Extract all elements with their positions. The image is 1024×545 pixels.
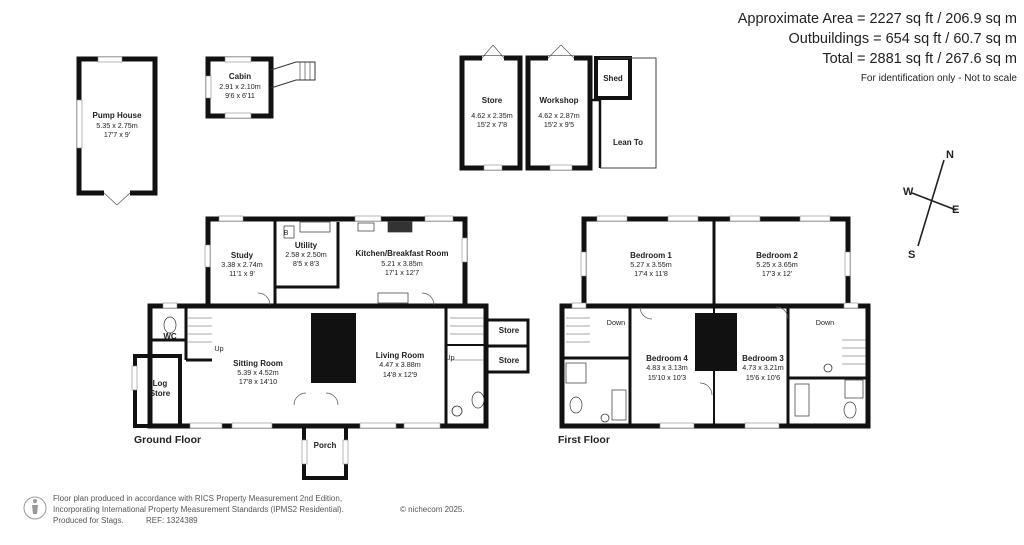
footer-line-1: Floor plan produced in accordance with R… — [53, 494, 342, 503]
ground-floor-plan: Study 3.38 x 2.74m 11'1 x 9' B Utility 2… — [131, 215, 530, 480]
area-summary: Approximate Area = 2227 sq ft / 206.9 sq… — [738, 11, 1018, 84]
compass-south: S — [908, 249, 915, 261]
boiler-label: B — [284, 228, 289, 237]
ground-floor-label: Ground Floor — [134, 434, 201, 446]
person-scale-icon — [23, 496, 47, 520]
bedroom-4-imperial: 15'10 x 10'3 — [648, 373, 686, 382]
log-store-name-line2: Store — [150, 389, 171, 398]
outbuilding-store-workshop: Store 4.62 x 2.35m 15'2 x 7'8 Workshop 4… — [459, 44, 657, 171]
side-store-2-name: Store — [499, 356, 520, 365]
study-metric: 3.38 x 2.74m — [221, 260, 263, 269]
compass-east: E — [952, 204, 959, 216]
pump-house-imperial: 17'7 x 9' — [104, 130, 131, 139]
workshop-imperial: 15'2 x 9'5 — [544, 120, 574, 129]
kitchen-metric: 5.21 x 3.85m — [381, 259, 423, 268]
store-outbuilding-imperial: 15'2 x 7'8 — [477, 120, 507, 129]
footer-line-2: Incorporating International Property Mea… — [53, 505, 344, 514]
study-imperial: 11'1 x 9' — [229, 269, 255, 278]
living-room-name: Living Room — [376, 351, 424, 360]
utility-imperial: 8'5 x 8'3 — [293, 259, 319, 268]
first-stairs-down-right: Down — [816, 318, 834, 327]
ground-stairs-up-left: Up — [214, 344, 223, 353]
bedroom-3-metric: 4.73 x 3.21m — [742, 363, 784, 372]
lean-to-name: Lean To — [613, 138, 643, 147]
living-room-metric: 4.47 x 3.88m — [379, 360, 421, 369]
wc-name: WC — [163, 332, 177, 341]
ground-stairs-up-right: Up — [445, 353, 454, 362]
sitting-room-name: Sitting Room — [233, 359, 283, 368]
log-store-name-line1: Log — [153, 379, 168, 388]
cabin-name: Cabin — [229, 72, 251, 81]
compass-west: W — [903, 186, 914, 198]
bedroom-1-imperial: 17'4 x 11'8 — [634, 269, 668, 278]
store-outbuilding-name: Store — [482, 96, 503, 105]
cabin: Cabin 2.91 x 2.10m 9'6 x 6'11 — [205, 56, 316, 119]
kitchen-imperial: 17'1 x 12'7 — [385, 268, 419, 277]
approximate-area: Approximate Area = 2227 sq ft / 206.9 sq… — [738, 11, 1017, 27]
footer: Floor plan produced in accordance with R… — [23, 494, 465, 525]
outbuildings-area: Outbuildings = 654 sq ft / 60.7 sq m — [788, 31, 1017, 47]
bedroom-4-metric: 4.83 x 3.13m — [646, 363, 688, 372]
bedroom-3-imperial: 15'6 x 10'6 — [746, 373, 780, 382]
side-store-1-name: Store — [499, 326, 520, 335]
kitchen-name: Kitchen/Breakfast Room — [356, 249, 449, 258]
shed-name: Shed — [603, 74, 623, 83]
workshop-metric: 4.62 x 2.87m — [538, 111, 580, 120]
cabin-metric: 2.91 x 2.10m — [219, 82, 261, 91]
total-area: Total = 2881 sq ft / 267.6 sq m — [822, 51, 1017, 67]
store-outbuilding-metric: 4.62 x 2.35m — [471, 111, 513, 120]
footer-line-3: Produced for Stags. — [53, 516, 124, 525]
living-room-imperial: 14'8 x 12'9 — [383, 370, 417, 379]
footer-copyright: © nichecom 2025. — [400, 505, 465, 514]
sitting-room-metric: 5.39 x 4.52m — [237, 368, 279, 377]
bedroom-2-name: Bedroom 2 — [756, 251, 798, 260]
bedroom-2-imperial: 17'3 x 12' — [762, 269, 793, 278]
workshop-name: Workshop — [540, 96, 579, 105]
first-floor-plan: Bedroom 1 5.27 x 3.55m 17'4 x 11'8 Bedro… — [558, 215, 871, 446]
study-name: Study — [231, 251, 254, 260]
first-stairs-down-left: Down — [607, 318, 625, 327]
pump-house: Pump House 5.35 x 2.75m 17'7 x 9' — [76, 56, 158, 206]
compass-rose: N S E W — [903, 149, 959, 261]
bedroom-1-name: Bedroom 1 — [630, 251, 672, 260]
cabin-imperial: 9'6 x 6'11 — [225, 91, 255, 100]
bedroom-3-name: Bedroom 3 — [742, 354, 784, 363]
first-floor-label: First Floor — [558, 434, 610, 446]
porch-name: Porch — [314, 441, 337, 450]
sitting-room-imperial: 17'8 x 14'10 — [239, 377, 277, 386]
bedroom-1-metric: 5.27 x 3.55m — [630, 260, 672, 269]
bedroom-4-name: Bedroom 4 — [646, 354, 688, 363]
identification-note: For identification only - Not to scale — [861, 73, 1018, 84]
bedroom-2-metric: 5.25 x 3.65m — [756, 260, 798, 269]
pump-house-name: Pump House — [93, 111, 142, 120]
utility-metric: 2.58 x 2.50m — [285, 250, 327, 259]
pump-house-metric: 5.35 x 2.75m — [96, 121, 138, 130]
utility-name: Utility — [295, 241, 318, 250]
compass-north: N — [946, 149, 954, 161]
footer-reference: REF: 1324389 — [146, 516, 198, 525]
